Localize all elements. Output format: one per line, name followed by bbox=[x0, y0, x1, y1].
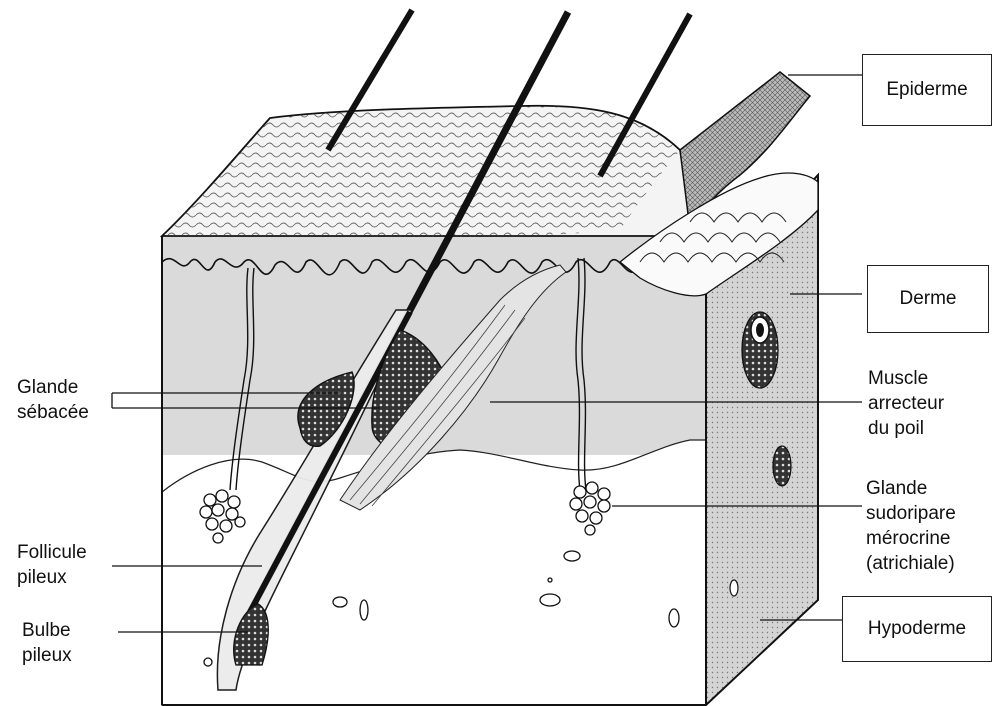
label-sudoripare-line2: sudoripare bbox=[866, 501, 956, 526]
label-glande-sebacee-line2: sébacée bbox=[17, 400, 89, 425]
label-sudoripare-line3: mérocrine bbox=[866, 526, 956, 551]
label-sudoripare-line4: (atrichiale) bbox=[866, 551, 956, 576]
label-glande-sudoripare: Glande sudoripare mérocrine (atrichiale) bbox=[866, 476, 956, 576]
label-glande-sebacee: Glande sébacée bbox=[17, 375, 89, 425]
label-follicule-line1: Follicule bbox=[17, 540, 87, 565]
side-vessel-2 bbox=[773, 446, 791, 486]
label-epiderme-text: Epiderme bbox=[886, 79, 967, 101]
label-muscle-line1: Muscle bbox=[868, 366, 944, 391]
label-follicule-line2: pileux bbox=[17, 565, 87, 590]
label-bulbe-line2: pileux bbox=[22, 643, 72, 668]
label-epiderme: Epiderme bbox=[862, 54, 992, 126]
label-derme-text: Derme bbox=[899, 288, 956, 310]
label-muscle-line3: du poil bbox=[868, 416, 944, 441]
label-derme: Derme bbox=[867, 265, 989, 333]
label-bulbe-pileux: Bulbe pileux bbox=[22, 618, 72, 668]
label-muscle-line2: arrecteur bbox=[868, 391, 944, 416]
label-muscle-arrecteur: Muscle arrecteur du poil bbox=[868, 366, 944, 441]
label-sudoripare-line1: Glande bbox=[866, 476, 956, 501]
label-hypoderme: Hypoderme bbox=[842, 596, 992, 662]
label-bulbe-line1: Bulbe bbox=[22, 618, 72, 643]
label-follicule-pileux: Follicule pileux bbox=[17, 540, 87, 590]
label-hypoderme-text: Hypoderme bbox=[868, 618, 966, 640]
label-glande-sebacee-line1: Glande bbox=[17, 375, 89, 400]
